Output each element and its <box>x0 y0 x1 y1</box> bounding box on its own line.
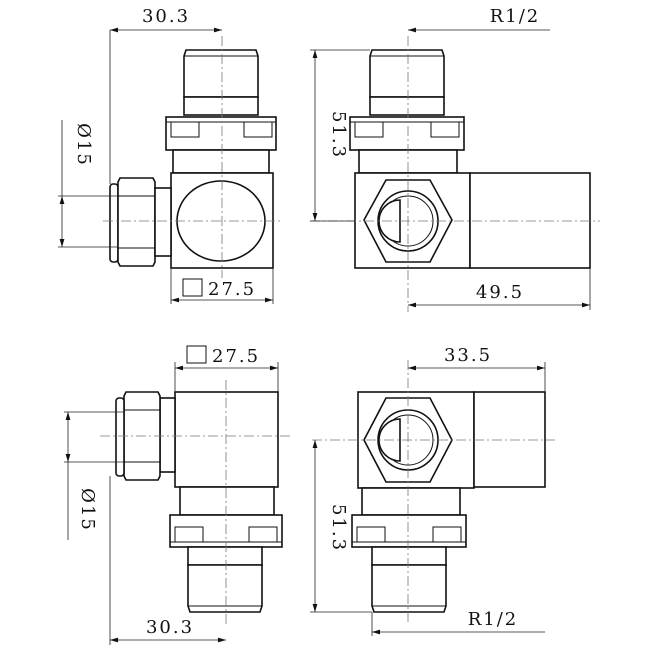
thread-cap <box>183 49 259 98</box>
dim-height: 51.3 <box>328 504 349 552</box>
dim-depth: 33.5 <box>444 345 492 366</box>
dim-square: 27.5 <box>212 346 260 367</box>
handle-block <box>473 391 546 488</box>
dim-width-top: 30.3 <box>142 6 190 27</box>
side-view-bottom: 33.5 51.3 R1/2 <box>310 345 555 636</box>
front-view-top: 30.3 Ø15 27.5 <box>58 6 283 304</box>
compression-nut <box>117 177 156 267</box>
front-view-bottom: 27.5 Ø15 30.3 <box>64 345 290 645</box>
square-symbol <box>182 278 203 297</box>
dim-square: 27.5 <box>208 279 256 300</box>
thread-cap <box>371 564 447 613</box>
thread-cap <box>187 564 263 613</box>
square-symbol <box>186 345 207 364</box>
handle-block <box>469 172 591 269</box>
neck <box>183 96 259 116</box>
dim-depth: 49.5 <box>476 282 524 303</box>
dim-width-bottom: 30.3 <box>146 617 194 638</box>
dim-diameter: Ø15 <box>73 123 94 167</box>
dim-thread: R1/2 <box>468 609 519 630</box>
dim-diameter: Ø15 <box>77 488 98 532</box>
valve-body <box>174 391 279 488</box>
dim-thread: R1/2 <box>490 6 541 27</box>
pipe-end <box>115 397 125 477</box>
dim-height: 51.3 <box>328 111 349 159</box>
side-view-top: R1/2 51.3 49.5 <box>310 6 600 312</box>
